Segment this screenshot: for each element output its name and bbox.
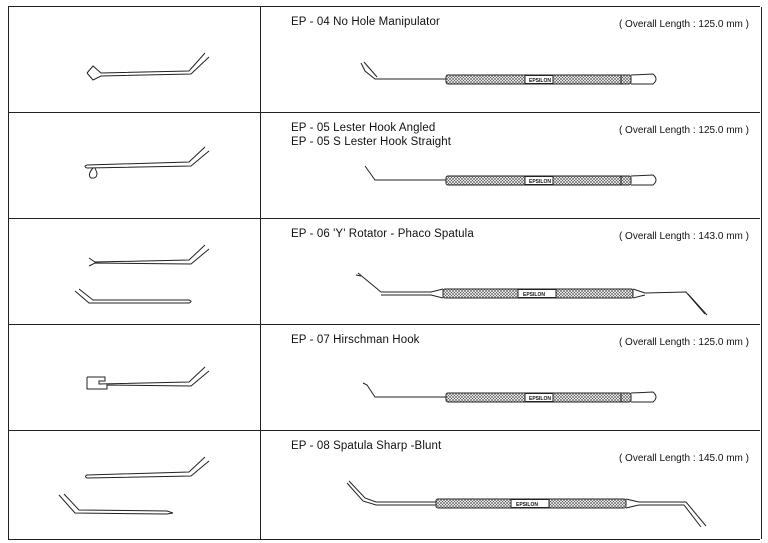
instrument-cell: EP - 04 No Hole Manipulator ( Overall Le… <box>260 7 762 113</box>
instrument-title: EP - 07 Hirschman Hook <box>291 333 420 347</box>
instrument-drawing: EPSILON <box>346 480 707 528</box>
instrument-catalog: EP - 04 No Hole Manipulator ( Overall Le… <box>8 6 762 540</box>
overall-length: ( Overall Length : 143.0 mm ) <box>618 231 749 242</box>
instrument-title: EP - 08 Spatula Sharp -Blunt <box>291 439 441 453</box>
overall-length: ( Overall Length : 125.0 mm ) <box>618 125 749 136</box>
tip-detail-cell <box>8 219 261 325</box>
instrument-drawing: EPSILON <box>362 382 657 403</box>
tip-detail-cell <box>8 431 261 539</box>
brand-mark: EPSILON <box>523 292 545 298</box>
instrument-title: EP - 05 Lester Hook Angled EP - 05 S Les… <box>291 121 451 149</box>
instrument-row: EP - 07 Hirschman Hook ( Overall Length … <box>8 324 762 431</box>
instrument-row: EP - 08 Spatula Sharp -Blunt ( Overall L… <box>8 430 762 540</box>
instrument-title: EP - 06 'Y' Rotator - Phaco Spatula <box>291 227 474 241</box>
instrument-drawing: EPSILON <box>355 272 708 316</box>
instrument-cell: EP - 05 Lester Hook Angled EP - 05 S Les… <box>260 113 762 219</box>
brand-mark: EPSILON <box>516 502 538 508</box>
tip-detail-drawing <box>74 244 210 304</box>
instrument-row: EP - 05 Lester Hook Angled EP - 05 S Les… <box>8 112 762 219</box>
tip-detail-drawing <box>86 52 210 81</box>
overall-length: ( Overall Length : 125.0 mm ) <box>618 19 749 30</box>
tip-detail-cell <box>8 325 261 431</box>
overall-length: ( Overall Length : 145.0 mm ) <box>618 453 749 464</box>
instrument-row: EP - 06 'Y' Rotator - Phaco Spatula ( Ov… <box>8 218 762 325</box>
tip-detail-drawing <box>58 456 210 515</box>
instrument-code-line: EP - 07 Hirschman Hook <box>291 334 420 346</box>
tip-detail-drawing <box>86 366 210 390</box>
brand-mark: EPSILON <box>529 78 551 84</box>
instrument-code-line: EP - 08 Spatula Sharp -Blunt <box>291 440 442 452</box>
instrument-code-line: EP - 04 No Hole Manipulator <box>291 16 440 28</box>
tip-detail-cell <box>8 7 261 113</box>
tip-detail-drawing <box>84 146 210 179</box>
instrument-drawing: EPSILON <box>360 61 657 85</box>
overall-length: ( Overall Length : 125.0 mm ) <box>618 337 749 348</box>
instrument-cell: EP - 07 Hirschman Hook ( Overall Length … <box>260 325 762 431</box>
tip-detail-cell <box>8 113 261 219</box>
instrument-code-line: EP - 05 S Lester Hook Straight <box>291 136 452 148</box>
instrument-code-line: EP - 06 'Y' Rotator - Phaco Spatula <box>291 228 474 240</box>
instrument-cell: EP - 06 'Y' Rotator - Phaco Spatula ( Ov… <box>260 219 762 325</box>
instrument-code-line: EP - 05 Lester Hook Angled <box>291 122 436 134</box>
instrument-cell: EP - 08 Spatula Sharp -Blunt ( Overall L… <box>260 431 762 539</box>
instrument-row: EP - 04 No Hole Manipulator ( Overall Le… <box>8 6 762 113</box>
instrument-title: EP - 04 No Hole Manipulator <box>291 15 440 29</box>
brand-mark: EPSILON <box>529 396 551 402</box>
instrument-drawing: EPSILON <box>364 165 657 186</box>
brand-mark: EPSILON <box>529 179 551 185</box>
